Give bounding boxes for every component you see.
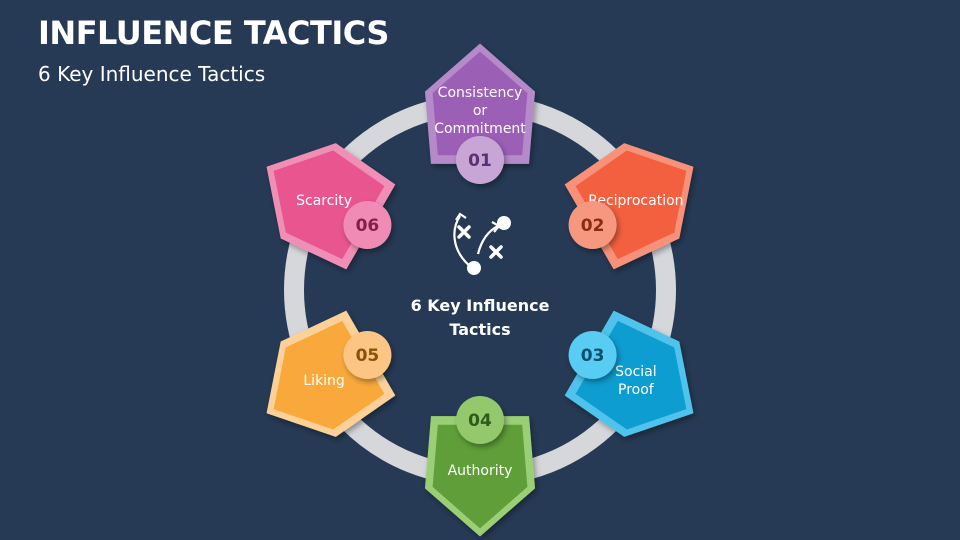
badge-circle [343, 331, 392, 379]
badge-circle [568, 331, 617, 379]
number-badge-05: 05 [343, 331, 392, 379]
page-title: INFLUENCE TACTICS [38, 14, 389, 52]
strategy-play-icon [453, 212, 511, 275]
segment-label: Proof [618, 382, 655, 398]
segment-fill [432, 424, 528, 529]
badge-number: 05 [356, 346, 380, 366]
badge-number: 04 [468, 411, 492, 431]
segment-label: Liking [303, 373, 344, 389]
badge-circle [568, 201, 617, 249]
badge-number: 03 [581, 346, 605, 366]
segment-label: Social [615, 364, 657, 380]
badge-number: 02 [581, 216, 605, 236]
center-hub: 6 Key Influence Tactics [411, 212, 550, 339]
number-badge-01: 01 [456, 136, 504, 184]
badge-circle [343, 201, 392, 249]
segment-label: Reciprocation [588, 193, 683, 209]
segment-label: Consistency [438, 85, 523, 101]
segment-label: Scarcity [296, 193, 352, 209]
tactic-segment-04: Authority [424, 416, 536, 537]
number-badge-04: 04 [456, 396, 504, 444]
segment-label: Authority [448, 463, 513, 479]
number-badge-03: 03 [568, 331, 617, 379]
number-badge-06: 06 [343, 201, 392, 249]
badge-circle [456, 396, 504, 444]
segment-fill [432, 51, 528, 156]
center-label-line-1: 6 Key Influence [411, 296, 550, 315]
number-badge-02: 02 [568, 201, 617, 249]
segment-label: or [473, 103, 488, 119]
badge-number: 06 [356, 216, 380, 236]
badge-number: 01 [468, 151, 492, 171]
page-subtitle: 6 Key Influence Tactics [38, 62, 266, 86]
center-label-line-2: Tactics [449, 320, 510, 339]
segment-label: Commitment [434, 121, 526, 137]
badge-circle [456, 136, 504, 184]
